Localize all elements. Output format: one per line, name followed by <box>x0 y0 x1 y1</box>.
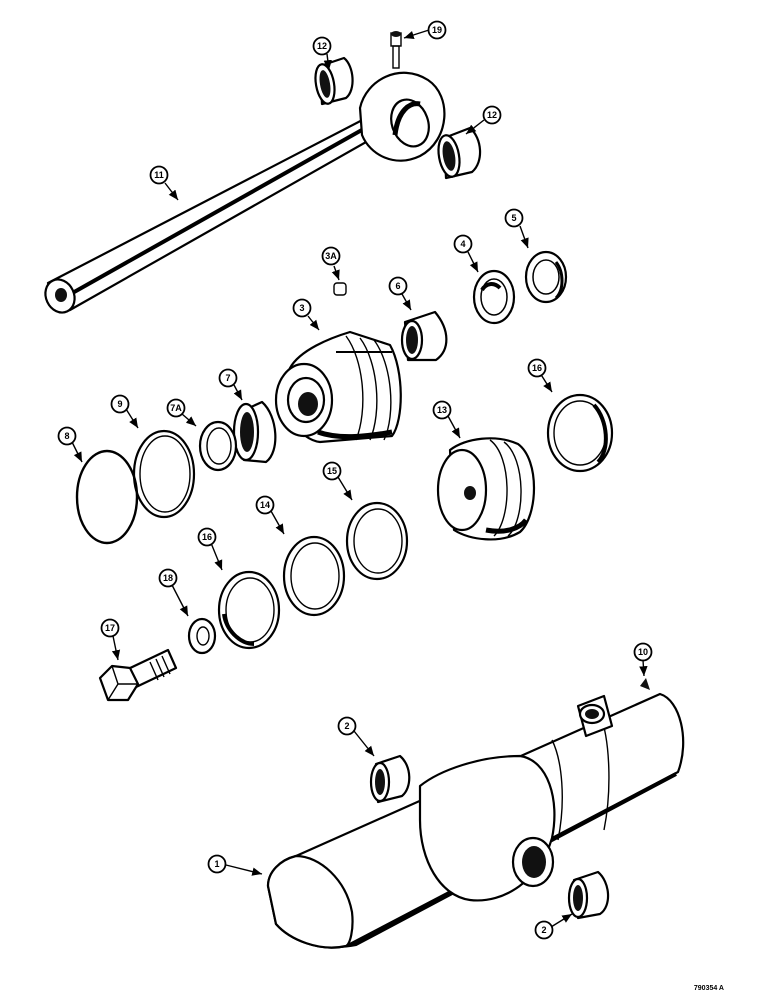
callout-label: 10 <box>638 647 648 657</box>
leader-lines <box>71 29 648 928</box>
drawing-number: 790354 A <box>693 985 724 992</box>
callout-label: 11 <box>154 170 164 180</box>
callout-label: 3A <box>325 251 337 261</box>
o-ring-part-8 <box>75 449 139 545</box>
ring-part-5 <box>524 250 568 304</box>
callout-label: 4 <box>460 239 465 249</box>
bushing-part <box>314 56 354 106</box>
callout-label: 7 <box>225 373 230 383</box>
callout-3a: 3A <box>321 246 341 266</box>
callout-2: 2 <box>534 920 554 940</box>
callout-label: 12 <box>317 41 327 51</box>
piston-part <box>436 437 535 541</box>
callout-label: 1 <box>214 859 219 869</box>
callout-label: 12 <box>487 110 497 120</box>
callout-label: 7A <box>170 403 182 413</box>
callout-label: 17 <box>105 623 115 633</box>
bushing-part <box>437 126 482 180</box>
callout-label: 18 <box>163 573 173 583</box>
callout-18: 18 <box>158 568 178 588</box>
piston-rod-part <box>44 71 446 314</box>
callout-11: 11 <box>149 165 169 185</box>
plug-part <box>333 282 347 296</box>
callout-16: 16 <box>527 358 547 378</box>
callout-2: 2 <box>337 716 357 736</box>
callout-label: 2 <box>541 925 546 935</box>
callout-label: 3 <box>299 303 304 313</box>
callout-15: 15 <box>322 461 342 481</box>
callout-label: 16 <box>532 363 542 373</box>
callout-4: 4 <box>453 234 473 254</box>
callout-19: 19 <box>427 20 447 40</box>
callout-label: 16 <box>202 532 212 542</box>
backup-ring-part <box>198 420 238 472</box>
callout-label: 5 <box>511 213 516 223</box>
ring-part-4 <box>472 269 516 325</box>
barrel-bushing-part <box>369 754 411 804</box>
callout-10: 10 <box>633 642 653 662</box>
wiper-part <box>400 310 448 362</box>
callout-13: 13 <box>432 400 452 420</box>
washer-part <box>187 617 217 655</box>
callout-label: 14 <box>260 500 270 510</box>
callout-label: 19 <box>432 25 442 35</box>
callout-7: 7 <box>218 368 238 388</box>
callout-label: 2 <box>344 721 349 731</box>
callout-label: 9 <box>117 399 122 409</box>
cylinder-barrel-part <box>266 692 685 949</box>
seal-ring-part-14 <box>282 535 346 617</box>
callout-12: 12 <box>482 105 502 125</box>
gland-part <box>274 330 402 444</box>
barrel-fitting-part <box>640 678 650 690</box>
callout-16: 16 <box>197 527 217 547</box>
bolt-part <box>98 648 178 702</box>
wear-ring-part-lower <box>217 570 281 650</box>
callout-1: 1 <box>207 854 227 874</box>
callout-8: 8 <box>57 426 77 446</box>
barrel-bushing-part <box>567 870 610 920</box>
seal-part-7 <box>232 400 277 464</box>
callout-3: 3 <box>292 298 312 318</box>
callout-6: 6 <box>388 276 408 296</box>
callout-9: 9 <box>110 394 130 414</box>
callout-17: 17 <box>100 618 120 638</box>
callout-5: 5 <box>504 208 524 228</box>
callout-12: 12 <box>312 36 332 56</box>
callout-label: 8 <box>64 431 69 441</box>
callout-7a: 7A <box>166 398 186 418</box>
callout-label: 15 <box>327 466 337 476</box>
callout-label: 13 <box>437 405 447 415</box>
grease-fitting-part <box>390 31 402 69</box>
wear-ring-part-upper <box>546 393 614 473</box>
o-ring-part-9 <box>132 429 196 519</box>
callout-14: 14 <box>255 495 275 515</box>
seal-ring-part-15 <box>345 501 409 581</box>
callout-label: 6 <box>395 281 400 291</box>
